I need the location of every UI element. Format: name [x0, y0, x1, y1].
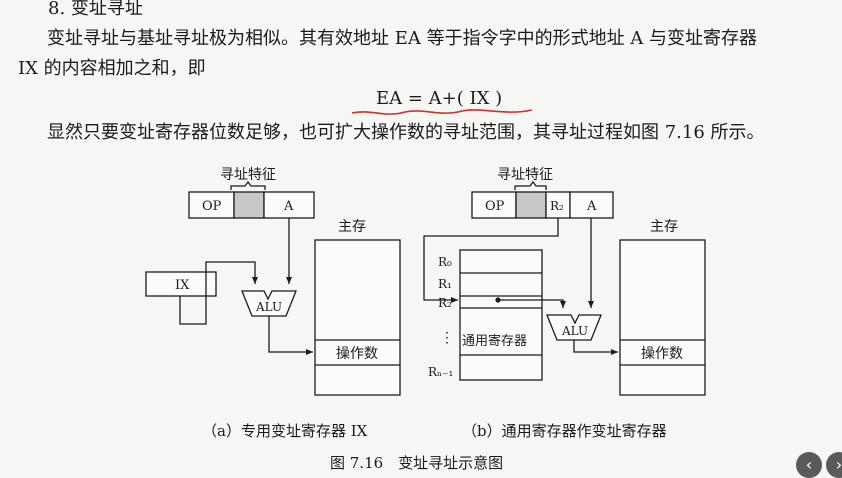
ix-register: IX	[175, 278, 190, 293]
figure-caption: 图 7.16 变址寻址示意图	[330, 454, 504, 472]
reg-r1: R₁	[438, 277, 452, 291]
register-file-label: 通用寄存器	[462, 333, 527, 349]
paragraph-line: IX 的内容相加之和，即	[18, 58, 206, 79]
operand-label: 操作数	[641, 346, 683, 362]
main-memory-label: 主存	[650, 219, 678, 235]
a-field: A	[283, 199, 294, 214]
caption-a: （a）专用变址寄存器 IX	[202, 422, 368, 440]
addressing-feature-label: 寻址特征	[497, 167, 553, 183]
operand-label: 操作数	[336, 346, 378, 362]
prev-page-button[interactable]: ‹	[796, 452, 822, 478]
paragraph-line: 显然只要变址寄存器位数足够，也可扩大操作数的寻址范围，其寻址过程如图 7.16 …	[47, 122, 765, 143]
diagram-a: 寻址特征 OP A 主存 操作数 IX ALU	[145, 167, 401, 396]
reg-r2: R₂	[438, 296, 452, 310]
alu-label: ALU	[255, 300, 282, 314]
red-underline	[351, 109, 533, 115]
diagram-b: 寻址特征 OP R₂ A 通用寄存器 R₀ R₁ R₂ ⋮ Rₙ₋₁ 主存	[423, 167, 706, 396]
op-field: OP	[485, 199, 505, 214]
op-field: OP	[202, 199, 222, 214]
formula: EA = A+( IX )	[376, 88, 503, 109]
main-memory-label: 主存	[338, 219, 366, 235]
reg-rn1: Rₙ₋₁	[428, 365, 453, 379]
reg-r0: R₀	[438, 255, 452, 269]
next-page-button[interactable]: ›	[826, 452, 842, 478]
section-heading: 8. 变址寻址	[48, 0, 143, 19]
caption-b: （b）通用寄存器作变址寄存器	[462, 422, 667, 440]
a-field: A	[586, 199, 597, 214]
paragraph-line: 变址寻址与基址寻址极为相似。其有效地址 EA 等于指令字中的形式地址 A 与变址…	[47, 28, 758, 49]
alu-label: ALU	[561, 324, 588, 338]
reg-dots: ⋮	[440, 330, 454, 346]
r2-field: R₂	[550, 199, 564, 213]
addressing-feature-label: 寻址特征	[220, 167, 276, 183]
